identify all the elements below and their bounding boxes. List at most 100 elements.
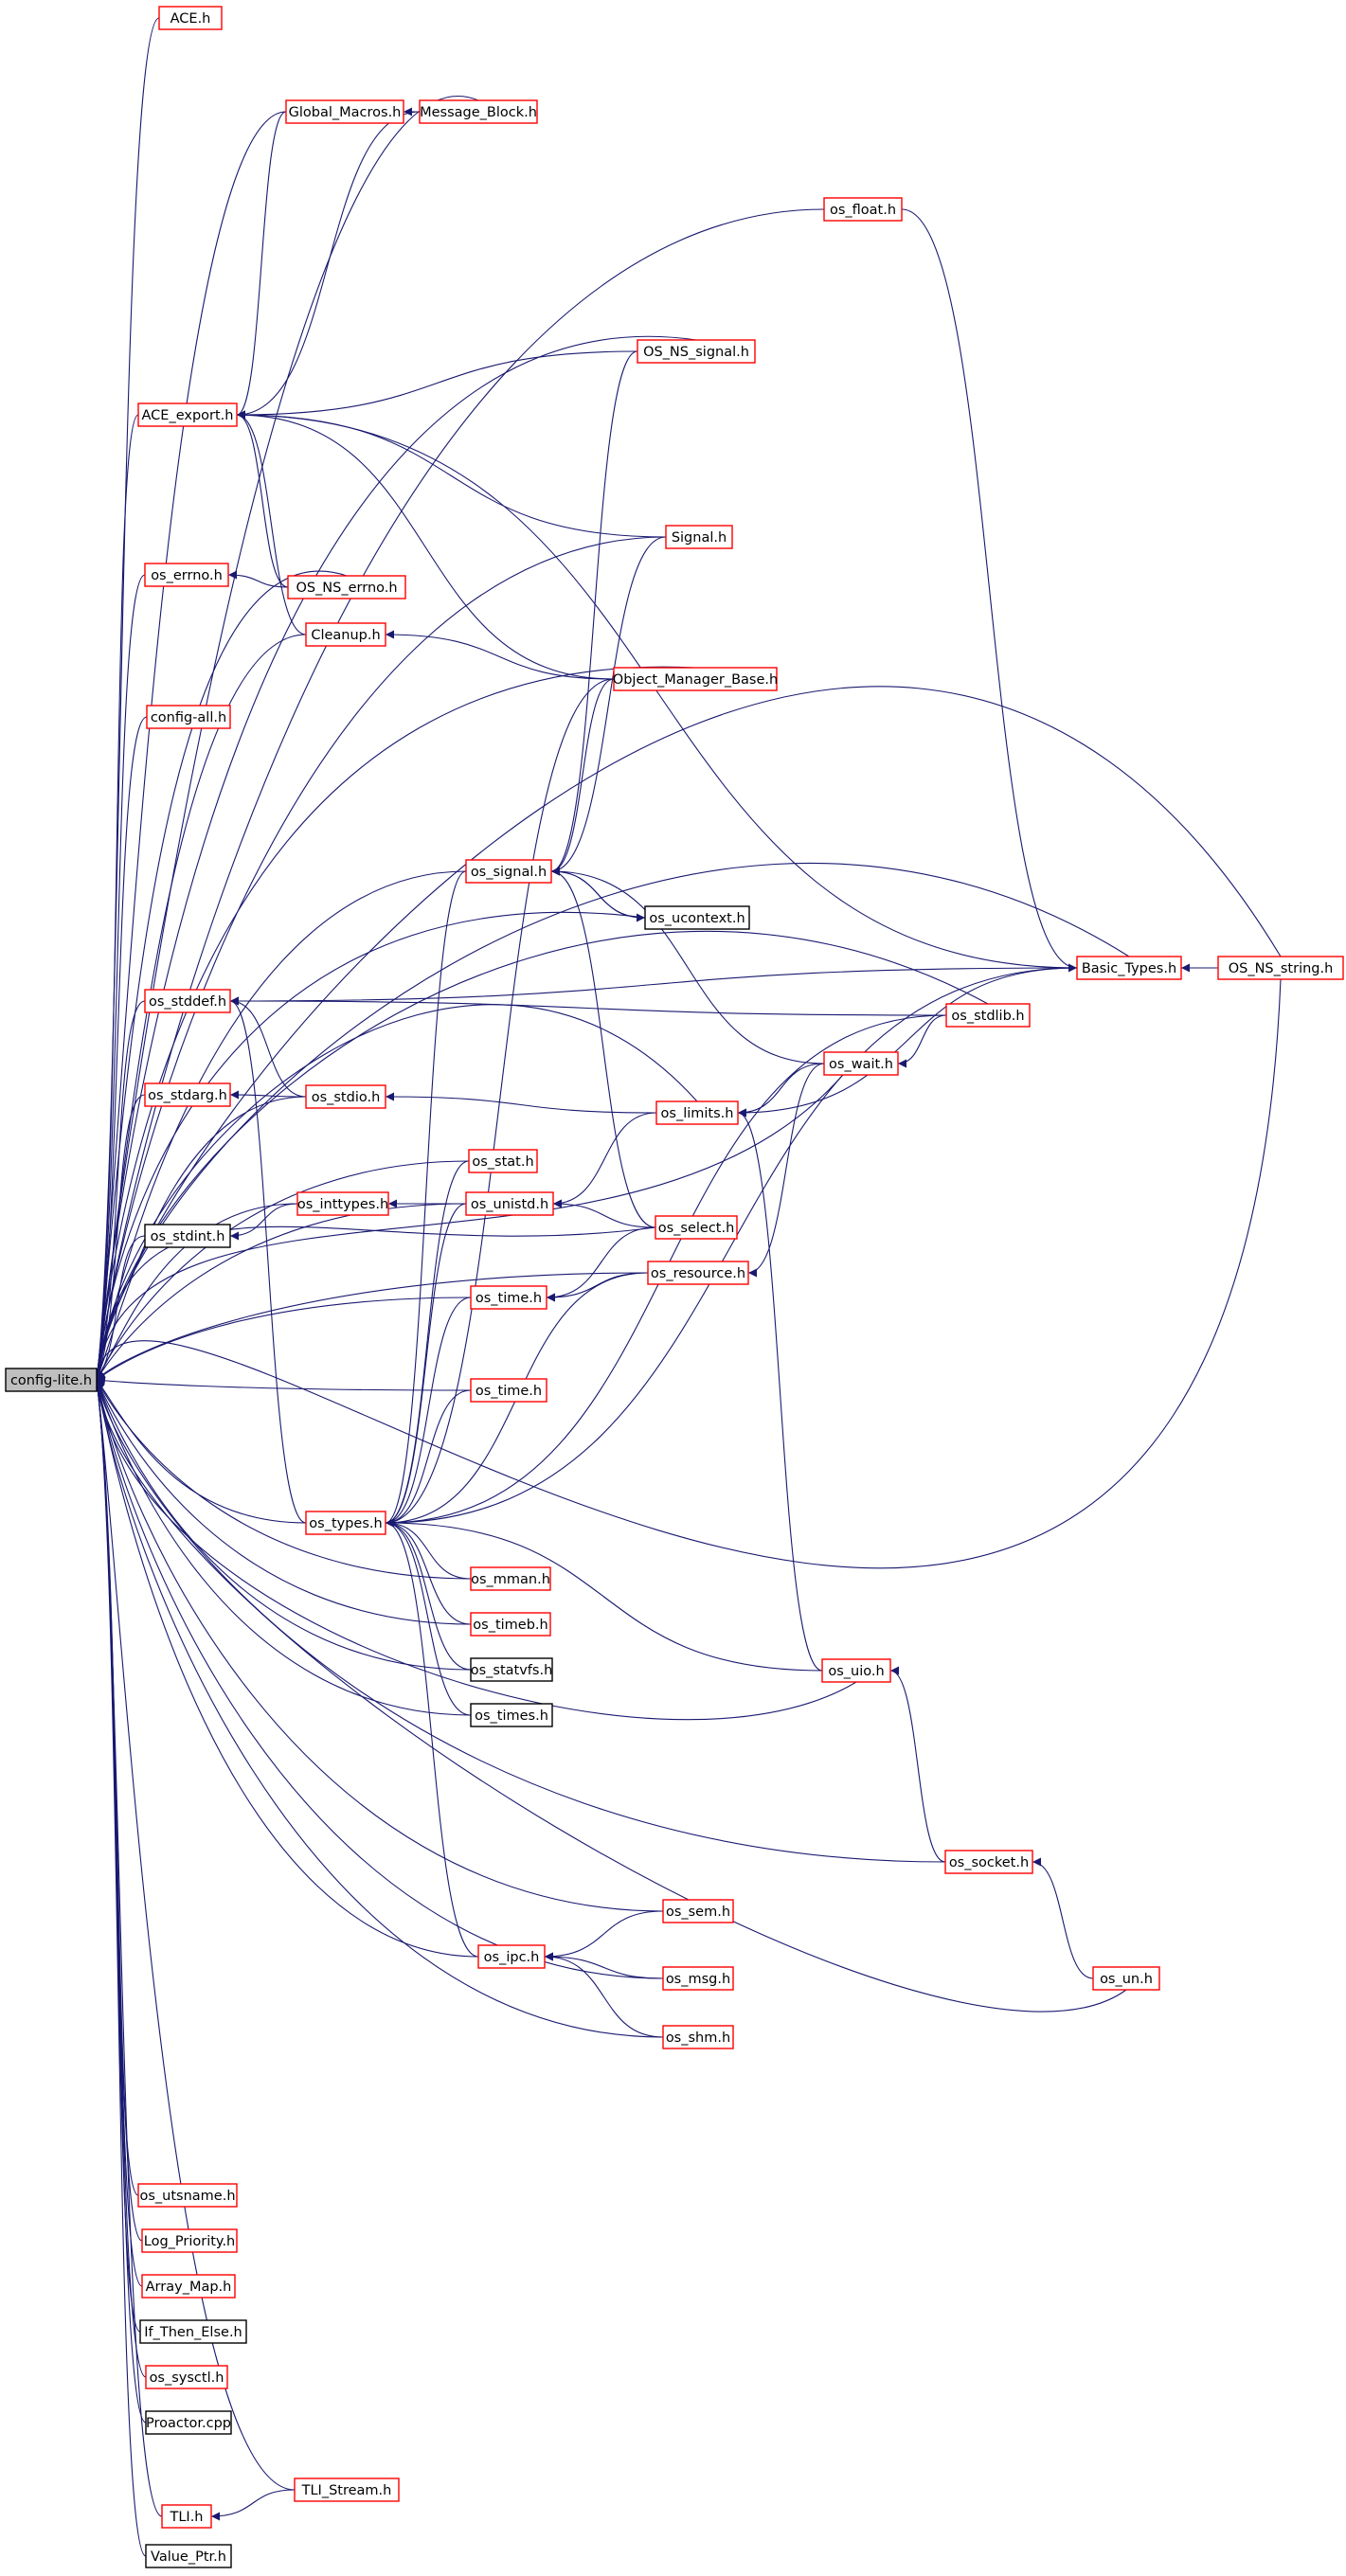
node-os-errno[interactable]: os_errno.h xyxy=(144,563,229,587)
node-label: Array_Map.h xyxy=(146,2280,232,2295)
node-box xyxy=(470,1566,551,1591)
node-array-map[interactable]: Array_Map.h xyxy=(141,2274,236,2299)
node-os-stdlib[interactable]: os_stdlib.h xyxy=(945,1003,1031,1028)
node-box xyxy=(145,2410,232,2435)
node-os-stdarg[interactable]: os_stdarg.h xyxy=(144,1082,231,1107)
dependency-edge xyxy=(93,208,825,1381)
dependency-edge xyxy=(94,1379,664,1979)
dependency-edge xyxy=(229,996,307,1524)
node-box xyxy=(141,2274,236,2299)
node-os-resource[interactable]: os_resource.h xyxy=(647,1261,749,1285)
dependency-edge xyxy=(236,350,638,420)
node-log-priority[interactable]: Log_Priority.h xyxy=(141,2228,238,2253)
node-os-sem[interactable]: os_sem.h xyxy=(662,1899,734,1923)
node-ace[interactable]: ACE.h xyxy=(158,6,223,30)
dependency-edge xyxy=(385,1160,470,1528)
node-label: os_stdarg.h xyxy=(148,1088,227,1103)
node-os-float[interactable]: os_float.h xyxy=(823,197,903,222)
node-os-signal[interactable]: os_signal.h xyxy=(465,859,552,884)
node-box xyxy=(141,2228,238,2253)
node-os-types[interactable]: os_types.h xyxy=(305,1511,386,1535)
node-os-utsname[interactable]: os_utsname.h xyxy=(137,2183,238,2208)
node-box xyxy=(823,1051,899,1076)
dependency-edge xyxy=(96,1379,307,1524)
node-os-msg[interactable]: os_msg.h xyxy=(662,1966,734,1991)
node-config-all[interactable]: config-all.h xyxy=(146,705,231,729)
dependency-edge xyxy=(93,1379,143,2242)
node-label: Basic_Types.h xyxy=(1082,961,1176,976)
dependency-edge xyxy=(385,967,1078,1528)
node-box xyxy=(644,905,750,930)
node-os-inttypes[interactable]: os_inttypes.h xyxy=(296,1191,389,1216)
node-label: Signal.h xyxy=(672,530,727,546)
node-os-stat[interactable]: os_stat.h xyxy=(468,1149,538,1173)
node-os-un[interactable]: os_un.h xyxy=(1092,1966,1160,1991)
node-os-socket[interactable]: os_socket.h xyxy=(944,1850,1033,1874)
node-object-manager-base[interactable]: Object_Manager_Base.h xyxy=(613,667,778,691)
dependency-edge xyxy=(95,1379,472,1716)
node-label: os_timeb.h xyxy=(473,1618,547,1633)
node-os-stdio[interactable]: os_stdio.h xyxy=(305,1084,386,1109)
node-box xyxy=(145,2544,232,2568)
node-os-time-a[interactable]: os_time.h xyxy=(470,1285,547,1310)
dependency-edge xyxy=(96,1235,146,1381)
node-os-stdint[interactable]: os_stdint.h xyxy=(144,1224,231,1248)
dependency-edge xyxy=(385,1092,657,1114)
dependency-edge xyxy=(552,1112,657,1208)
node-os-ns-signal[interactable]: OS_NS_signal.h xyxy=(637,339,756,364)
node-os-times[interactable]: os_times.h xyxy=(470,1703,553,1727)
node-config-lite: config-lite.h xyxy=(5,1368,98,1392)
dependency-edge xyxy=(93,336,697,1381)
dependency-edge xyxy=(96,1160,470,1381)
node-os-ns-errno[interactable]: OS_NS_errno.h xyxy=(287,575,406,599)
dependency-edge xyxy=(737,967,1078,1118)
dependency-edge xyxy=(93,1379,1127,2012)
node-box xyxy=(285,99,404,124)
dependency-edge xyxy=(96,1297,472,1381)
dependency-edge xyxy=(236,410,1078,969)
node-box xyxy=(305,1084,386,1109)
node-os-limits[interactable]: os_limits.h xyxy=(655,1100,739,1125)
node-os-timeb[interactable]: os_timeb.h xyxy=(470,1612,551,1637)
node-label: TLI.h xyxy=(169,2510,203,2525)
node-os-uio[interactable]: os_uio.h xyxy=(821,1658,891,1683)
node-os-sysctl[interactable]: os_sysctl.h xyxy=(145,2365,228,2389)
node-label: os_sysctl.h xyxy=(150,2370,224,2386)
node-os-mman[interactable]: os_mman.h xyxy=(470,1566,551,1591)
node-basic-types[interactable]: Basic_Types.h xyxy=(1076,956,1182,980)
dependency-edge xyxy=(229,996,307,1098)
node-os-statvfs[interactable]: os_statvfs.h xyxy=(470,1657,553,1682)
node-if-then-else[interactable]: If_Then_Else.h xyxy=(139,2319,247,2344)
node-os-ucontext[interactable]: os_ucontext.h xyxy=(644,905,750,930)
node-ace-export[interactable]: ACE_export.h xyxy=(137,402,238,427)
node-tli-stream[interactable]: TLI_Stream.h xyxy=(294,2478,400,2502)
dependency-edge xyxy=(385,1518,472,1671)
node-os-ipc[interactable]: os_ipc.h xyxy=(477,1944,546,1969)
node-message-block[interactable]: Message_Block.h xyxy=(419,99,538,124)
node-proactor[interactable]: Proactor.cpp xyxy=(145,2410,232,2435)
node-os-shm[interactable]: os_shm.h xyxy=(662,2025,734,2049)
node-os-stddef[interactable]: os_stddef.h xyxy=(144,989,231,1013)
node-signal[interactable]: Signal.h xyxy=(665,525,733,549)
dependency-edge xyxy=(550,867,825,1064)
node-os-ns-string[interactable]: OS_NS_string.h xyxy=(1217,956,1344,980)
node-os-wait[interactable]: os_wait.h xyxy=(823,1051,899,1076)
dependency-edge xyxy=(96,1379,472,1580)
dependency-edge xyxy=(236,111,287,420)
dependency-edge xyxy=(385,678,615,1528)
node-global-macros[interactable]: Global_Macros.h xyxy=(285,99,404,124)
node-label: os_stat.h xyxy=(472,1154,533,1170)
dependency-edge xyxy=(385,870,467,1528)
node-value-ptr[interactable]: Value_Ptr.h xyxy=(145,2544,232,2568)
dependency-edge xyxy=(550,870,646,922)
node-cleanup[interactable]: Cleanup.h xyxy=(305,622,386,647)
node-os-unistd[interactable]: os_unistd.h xyxy=(465,1191,554,1216)
node-label: Object_Manager_Base.h xyxy=(613,672,778,688)
dependency-edge xyxy=(93,1379,147,2424)
node-os-select[interactable]: os_select.h xyxy=(655,1215,738,1240)
node-tli[interactable]: TLI.h xyxy=(161,2504,212,2529)
node-os-time-b[interactable]: os_time.h xyxy=(470,1378,547,1403)
node-label: os_shm.h xyxy=(666,2030,730,2046)
node-box xyxy=(137,402,238,427)
